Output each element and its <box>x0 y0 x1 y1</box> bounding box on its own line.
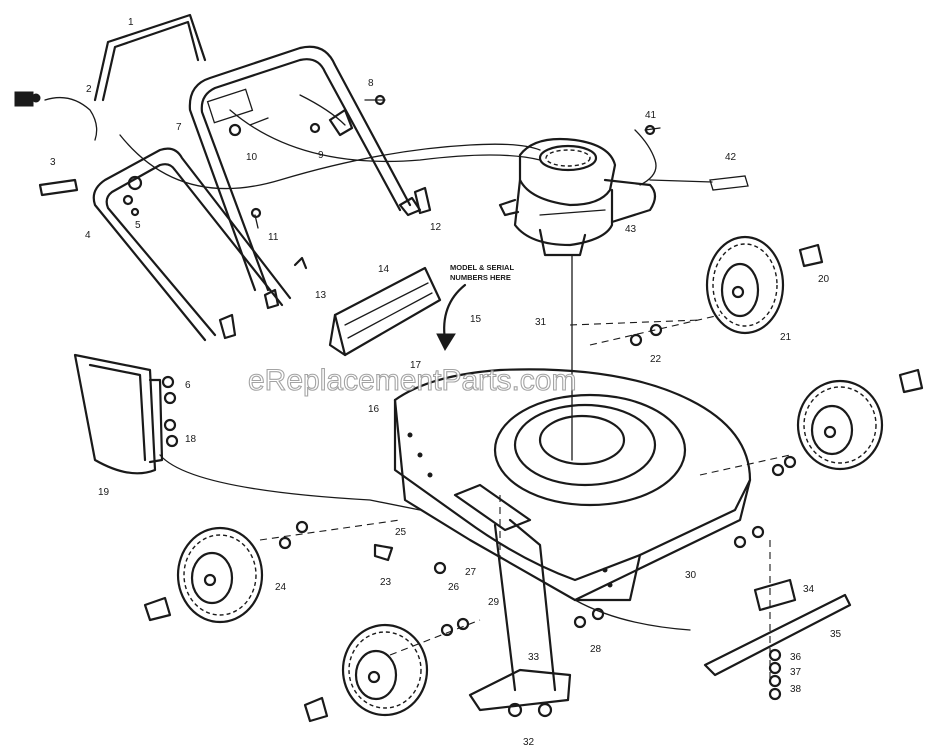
part-3 <box>38 178 79 197</box>
callout-6: 6 <box>185 380 191 391</box>
callout-2: 2 <box>86 84 92 95</box>
wheel-rear-right <box>705 235 785 335</box>
control-cables <box>44 94 657 190</box>
callout-22: 22 <box>650 354 662 365</box>
callout-36: 36 <box>790 652 802 663</box>
callout-3: 3 <box>50 157 56 168</box>
callout-33: 33 <box>528 652 540 663</box>
callout-24: 24 <box>275 582 287 593</box>
lower-handle <box>92 147 292 342</box>
throttle-control <box>14 91 34 107</box>
callout-34: 34 <box>803 584 815 595</box>
callout-13: 13 <box>315 290 327 301</box>
callout-15: 15 <box>470 314 482 325</box>
callout-29: 29 <box>488 597 500 608</box>
callout-37: 37 <box>790 667 802 678</box>
callout-43: 43 <box>625 224 637 235</box>
callout-7: 7 <box>176 122 182 133</box>
callout-35: 35 <box>830 629 842 640</box>
watermark: eReplacementParts.com <box>248 364 576 397</box>
blade-adapter-parts <box>453 483 572 718</box>
svg-text:NUMBERS HERE: NUMBERS HERE <box>450 273 511 282</box>
callout-20: 20 <box>818 274 830 285</box>
callout-4: 4 <box>85 230 91 241</box>
serial-note: MODEL & SERIAL NUMBERS HERE <box>436 263 514 352</box>
mower-blade <box>703 578 852 701</box>
callout-23: 23 <box>380 577 392 588</box>
callout-42: 42 <box>725 152 737 163</box>
callout-8: 8 <box>368 78 374 89</box>
svg-text:MODEL & SERIAL: MODEL & SERIAL <box>450 263 514 272</box>
callout-32: 32 <box>523 737 535 748</box>
callout-31: 31 <box>535 317 547 328</box>
callout-16: 16 <box>368 404 380 415</box>
callout-41: 41 <box>645 110 657 121</box>
callout-38: 38 <box>790 684 802 695</box>
part-42 <box>709 175 749 191</box>
wheel-rear-left <box>176 526 264 624</box>
rear-guard <box>73 353 421 511</box>
callout-9: 9 <box>318 150 324 161</box>
part-34 <box>753 578 797 612</box>
callout-27: 27 <box>465 567 477 578</box>
callout-19: 19 <box>98 487 110 498</box>
rear-bracket <box>328 266 442 357</box>
callout-25: 25 <box>395 527 407 538</box>
callout-10: 10 <box>246 152 258 163</box>
callout-30: 30 <box>685 570 697 581</box>
mower-deck <box>393 368 752 631</box>
callout-1: 1 <box>128 17 134 28</box>
callout-12: 12 <box>430 222 442 233</box>
callout-5: 5 <box>135 220 141 231</box>
wheel-front-left <box>341 623 429 717</box>
part-33 <box>468 668 572 712</box>
callout-11: 11 <box>268 232 279 243</box>
hardware <box>14 91 661 340</box>
upper-handle <box>93 13 207 102</box>
wheel-front-right <box>796 379 884 471</box>
callout-21: 21 <box>780 332 792 343</box>
callout-28: 28 <box>590 644 602 655</box>
middle-handle <box>188 45 422 292</box>
callout-labels: 1 2 3 4 5 6 7 8 9 10 11 12 13 14 15 16 1… <box>50 17 842 748</box>
axle-bolts <box>143 243 924 723</box>
part-23 <box>373 543 394 562</box>
callout-14: 14 <box>378 264 390 275</box>
callout-26: 26 <box>448 582 460 593</box>
callout-18: 18 <box>185 434 197 445</box>
alignment-lines <box>259 314 791 680</box>
engine <box>498 137 749 257</box>
callout-17: 17 <box>410 360 422 371</box>
